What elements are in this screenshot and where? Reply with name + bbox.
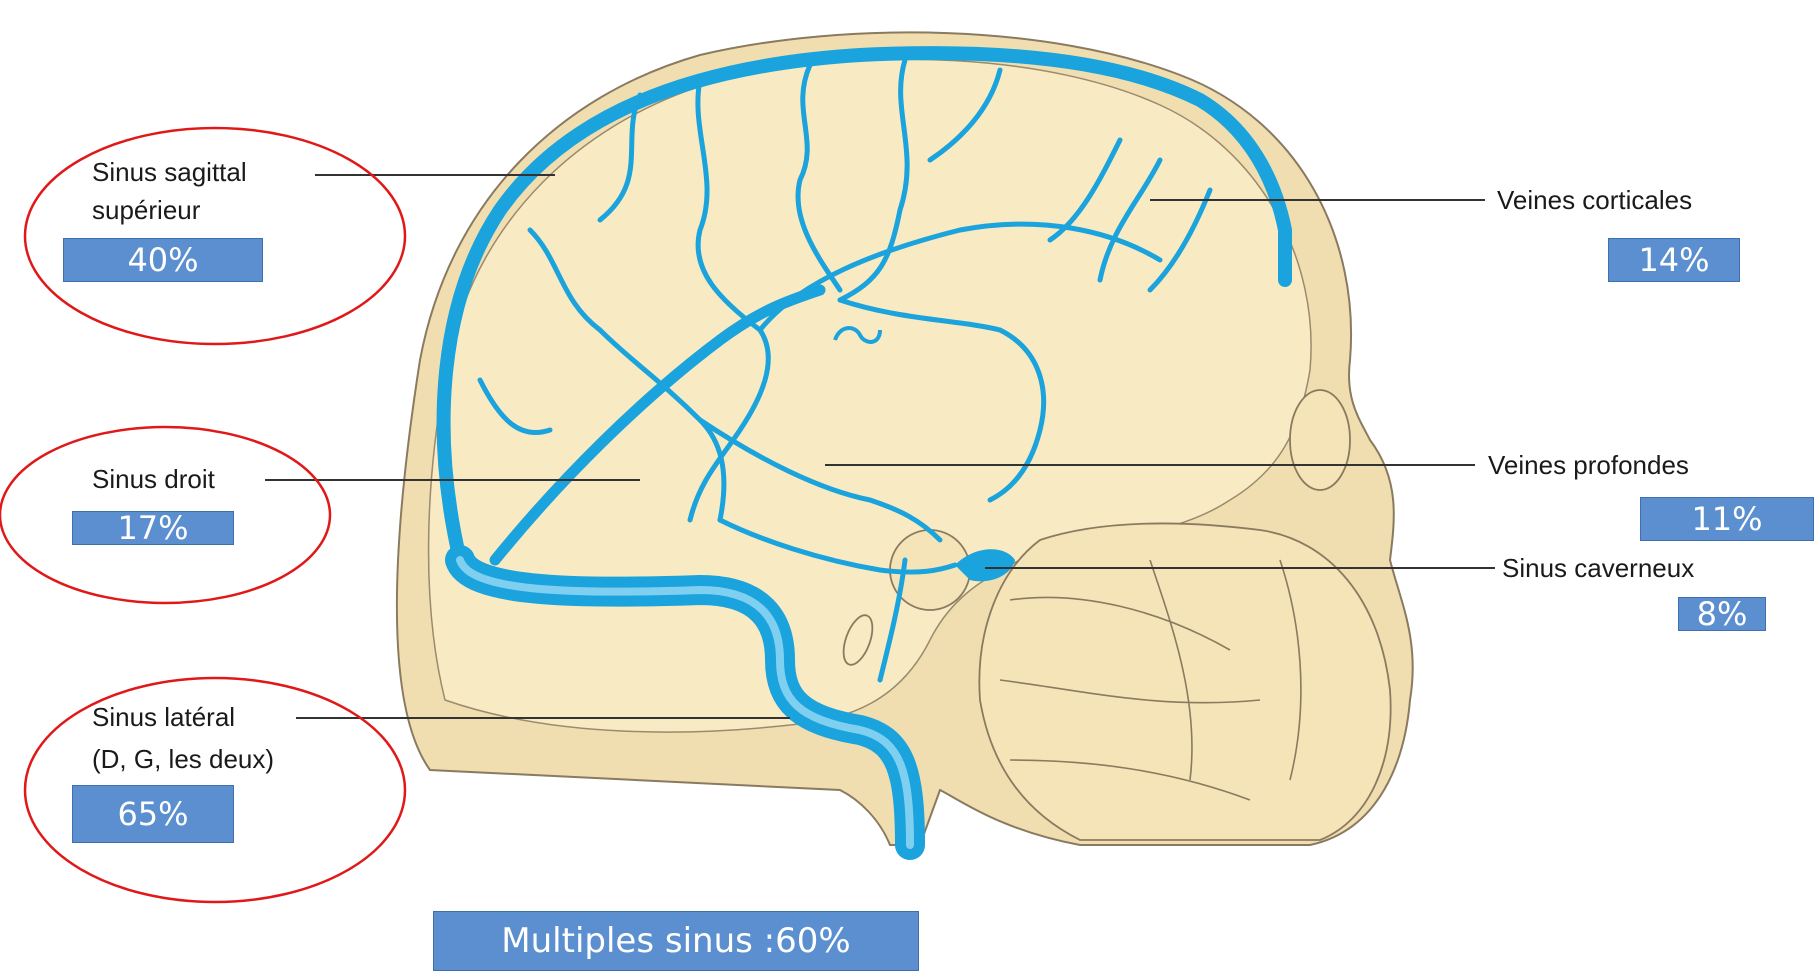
badge-sinus-caverneux: 8%	[1678, 597, 1766, 631]
label-sinus-sagittal: Sinus sagittal supérieur	[92, 155, 247, 227]
label-sinus-lateral-line2: (D, G, les deux)	[92, 742, 274, 776]
label-sinus-lateral: Sinus latéral (D, G, les deux)	[92, 700, 274, 776]
badge-veines-corticales: 14%	[1608, 238, 1740, 282]
label-sinus-droit: Sinus droit	[92, 462, 215, 496]
badge-sinus-lateral: 65%	[72, 785, 234, 843]
label-sinus-sagittal-line2: supérieur	[92, 193, 247, 227]
label-veines-profondes: Veines profondes	[1488, 448, 1689, 482]
footer-multiples-sinus: Multiples sinus :60%	[433, 911, 919, 971]
badge-sinus-droit: 17%	[72, 511, 234, 545]
label-sinus-caverneux: Sinus caverneux	[1502, 551, 1694, 585]
badge-sinus-sagittal: 40%	[63, 238, 263, 282]
label-veines-corticales: Veines corticales	[1497, 183, 1692, 217]
label-sinus-lateral-line1: Sinus latéral	[92, 700, 274, 734]
label-sinus-sagittal-line1: Sinus sagittal	[92, 155, 247, 189]
badge-veines-profondes: 11%	[1640, 497, 1814, 541]
